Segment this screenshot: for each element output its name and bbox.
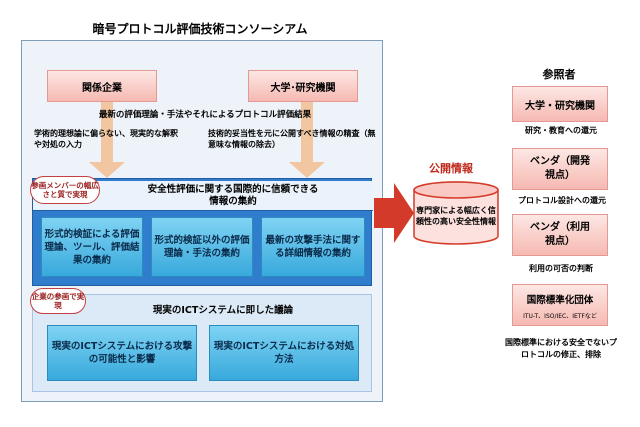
security-heading: 安全性評価に関する国際的に信頼できる情報の集約 (147, 183, 319, 207)
referrer-vendor-dev-box: ベンダ（開発視点） (512, 148, 608, 190)
ict-countermeasure-text: 現実のICTシステムにおける対処方法 (213, 341, 355, 365)
ict-attack-text: 現実のICTシステムにおける攻撃の可能性と影響 (51, 341, 193, 365)
cylinder-top (413, 181, 499, 199)
university-input-text: 技術的妥当性を元に公開すべき情報の精査（無意味な情報の除去） (208, 129, 376, 149)
referrer-university-caption: 研究・教育への還元 (525, 126, 597, 135)
ict-bubble-text: 企業の参画で実現 (31, 292, 85, 310)
referrer-vendor-use-text: ベンダ（利用視点） (530, 222, 590, 247)
company-label: 関係企業 (82, 82, 122, 94)
company-arrow (89, 102, 125, 178)
diagram-title: 暗号プロトコル評価技術コンソーシアム (92, 21, 308, 36)
referrer-vendor-dev-caption: プロトコル設計への還元 (518, 196, 606, 205)
ict-panel: 現実のICTシステムに即した議論 現実のICTシステムにおける攻撃の可能性と影響… (32, 294, 372, 392)
company-input-text: 学術的理想論に偏らない、現実的な解釈や対処の入力 (34, 129, 178, 149)
formal-verification-box: 形式的検証による評価理論、ツール、評価結果の集約 (41, 217, 143, 277)
cylinder-text: 専門家による幅広く信頼性の高い安全性情報 (416, 206, 496, 226)
other-methods-text: 形式的検証以外の評価理論・手法の集約 (154, 235, 250, 259)
evaluation-results-text: 最新の評価理論・手法やそれによるプロトコル評価結果 (98, 109, 312, 120)
referrer-university-text: 大学・研究機関 (525, 100, 595, 112)
university-label: 大学･研究機関 (270, 82, 336, 94)
security-bubble: 参画メンバーの幅広さと質で実現 (30, 176, 100, 204)
red-arrow (374, 183, 414, 243)
referrer-vendor-use-caption: 利用の可否の判断 (529, 264, 593, 273)
referrer-standards-box: 国際標準化団体 ITU-T、ISO/IEC、IETFなど (512, 284, 608, 326)
attack-methods-text: 最新の攻撃手法に関する詳細情報の集約 (265, 235, 361, 259)
attack-methods-box: 最新の攻撃手法に関する詳細情報の集約 (261, 217, 365, 277)
referrer-standards-caption: 国際標準における安全でないプロトコルの修正、排除 (505, 338, 617, 359)
ict-attack-box: 現実のICTシステムにおける攻撃の可能性と影響 (47, 325, 197, 381)
public-info-label: 公開情報 (429, 162, 473, 175)
university-box: 大学･研究機関 (248, 70, 358, 102)
company-box: 関係企業 (47, 70, 157, 102)
referrer-university-box: 大学・研究機関 (512, 86, 608, 122)
public-info-graphic (374, 181, 499, 245)
ict-heading-row: 現実のICTシステムに即した議論 (33, 301, 373, 317)
referrer-standards-text: 国際標準化団体 (526, 295, 594, 306)
referrer-standards-sub: ITU-T、ISO/IEC、IETFなど (523, 312, 597, 320)
ict-heading: 現実のICTシステムに即した議論 (152, 305, 294, 316)
ict-bubble: 企業の参画で実現 (30, 288, 86, 314)
university-arrow (289, 102, 325, 178)
referrer-vendor-use-box: ベンダ（利用視点） (512, 214, 608, 256)
referrer-vendor-dev-text: ベンダ（開発視点） (530, 156, 590, 181)
other-methods-box: 形式的検証以外の評価理論・手法の集約 (151, 217, 253, 277)
security-bubble-text: 参画メンバーの幅広さと質で実現 (31, 181, 99, 199)
formal-verification-text: 形式的検証による評価理論、ツール、評価結果の集約 (44, 228, 140, 266)
referrers-heading: 参照者 (542, 68, 576, 81)
cylinder-body (413, 190, 499, 245)
source-arrows (89, 102, 325, 178)
ict-countermeasure-box: 現実のICTシステムにおける対処方法 (209, 325, 359, 381)
